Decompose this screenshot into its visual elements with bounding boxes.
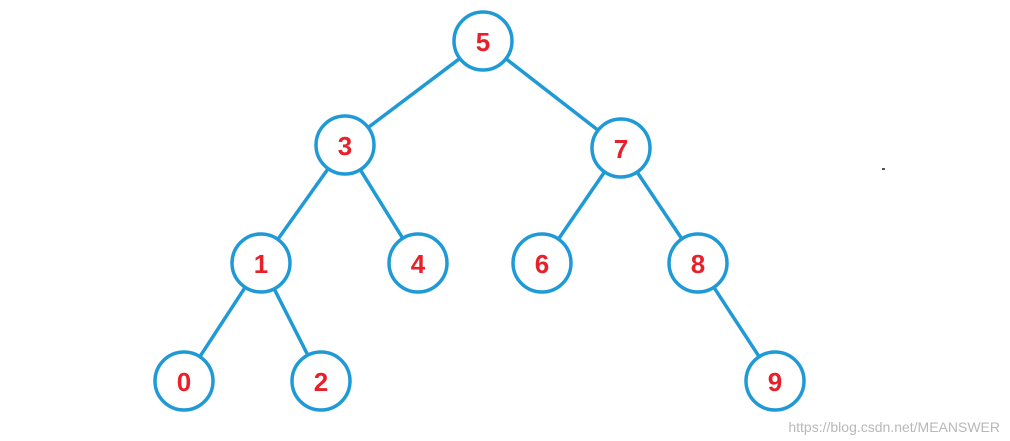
- watermark-text: https://blog.csdn.net/MEANSWER: [788, 419, 1000, 435]
- tree-node-label: 0: [177, 367, 191, 397]
- tree-node: 5: [452, 10, 514, 72]
- tree-node-circle: [452, 10, 514, 72]
- tree-edge: [712, 285, 761, 359]
- tree-node: 3: [314, 114, 376, 176]
- tree-node-circle: [290, 350, 352, 412]
- tree-node-label: 3: [338, 131, 352, 161]
- tree-edges: [198, 56, 761, 359]
- tree-node-label: 5: [476, 27, 490, 57]
- tree-node: 6: [511, 232, 573, 294]
- tree-node-label: 7: [614, 134, 628, 164]
- tree-node: 1: [230, 232, 292, 294]
- tree-node: 9: [744, 350, 806, 412]
- tree-node: 4: [387, 232, 449, 294]
- tree-edge: [556, 170, 607, 241]
- tree-node: 7: [590, 117, 652, 179]
- tree-node-circle: [667, 232, 729, 294]
- tree-node-label: 6: [535, 249, 549, 279]
- tree-edge: [635, 170, 684, 241]
- tree-node: 0: [153, 350, 215, 412]
- tree-node-circle: [314, 114, 376, 176]
- tree-node-label: 1: [254, 249, 268, 279]
- tree-edge: [198, 285, 247, 359]
- tree-node-circle: [590, 117, 652, 179]
- tree-edge: [272, 287, 310, 357]
- tree-edge: [358, 167, 405, 241]
- stray-mark: [882, 168, 885, 170]
- tree-edge: [366, 56, 462, 130]
- tree-node-circle: [387, 232, 449, 294]
- tree-node-circle: [744, 350, 806, 412]
- tree-edge: [276, 166, 330, 242]
- tree-node-label: 4: [411, 249, 426, 279]
- tree-node-circle: [230, 232, 292, 294]
- tree-node-label: 2: [314, 367, 328, 397]
- tree-node-circle: [511, 232, 573, 294]
- tree-node: 8: [667, 232, 729, 294]
- tree-node-label: 9: [768, 367, 782, 397]
- tree-node-circle: [153, 350, 215, 412]
- tree-edge: [504, 57, 600, 132]
- tree-node: 2: [290, 350, 352, 412]
- tree-nodes: 5 3 7 1 4 6 8 0 2 9: [153, 10, 806, 412]
- tree-node-label: 8: [691, 249, 705, 279]
